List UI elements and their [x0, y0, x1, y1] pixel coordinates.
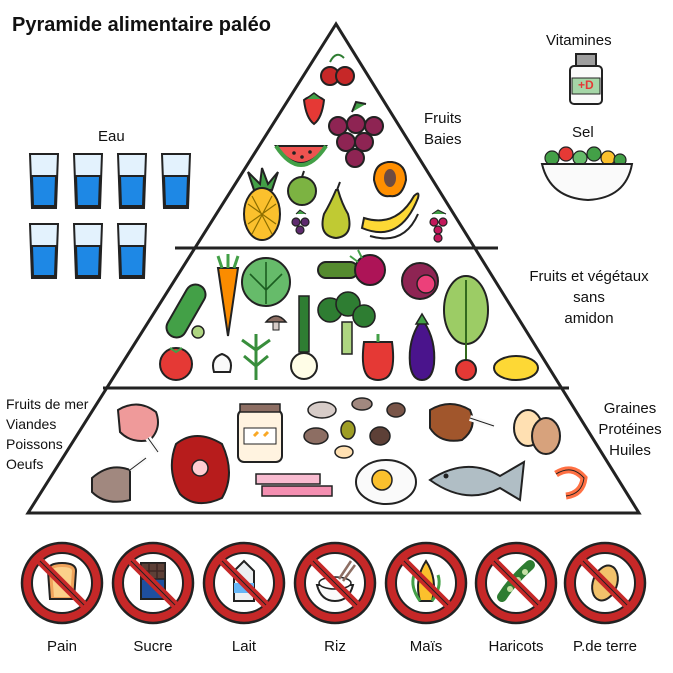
drumstick-icon	[429, 403, 495, 442]
water-label: Eau	[98, 128, 125, 145]
lettuce-icon	[443, 275, 489, 381]
carrot-icon	[216, 254, 240, 337]
water-glasses	[28, 153, 192, 279]
water-glass-icon	[28, 153, 60, 209]
bottom-left-label-line: Fruits de mer	[6, 396, 89, 412]
bottom-left-label-line: Oeufs	[6, 456, 44, 472]
herbs-icon	[241, 334, 271, 380]
middle-tier-label: Fruits et végétaux sans amidon	[516, 266, 662, 329]
peach-icon	[372, 161, 408, 198]
middle-tier-label-line: sans	[573, 289, 605, 306]
bottom-left-label: Fruits de mer Viandes Poissons Oeufs	[6, 394, 88, 474]
forbidden-beans-icon	[474, 541, 558, 625]
water-glass-icon	[28, 223, 60, 279]
nuts-icon	[303, 397, 406, 459]
ham-icon	[91, 455, 148, 503]
forbidden-bread-icon	[20, 541, 104, 625]
strawberry-icon	[302, 92, 326, 126]
bottom-right-label: Graines Protéines Huiles	[592, 398, 668, 461]
fish-icon	[428, 460, 526, 502]
cabbage-icon	[241, 257, 291, 307]
forbidden-chocolate-icon	[111, 541, 195, 625]
vitamins-label: Vitamines	[546, 32, 612, 49]
watermelon-icon	[274, 144, 328, 167]
beet-icon	[349, 249, 386, 286]
jar-icon	[237, 403, 283, 463]
blackberry-icon	[291, 209, 310, 235]
middle-tier-label-line: Fruits et végétaux	[529, 268, 649, 285]
tomato-icon	[159, 347, 193, 381]
forbidden-potato-icon	[563, 541, 647, 625]
shrimp-icon	[554, 466, 588, 500]
water-glass-icon	[160, 153, 192, 209]
pepper-icon	[361, 334, 395, 381]
forbidden-food-label: Lait	[231, 638, 257, 655]
mushroom-icon	[264, 315, 288, 331]
forbidden-food-label: Pain	[46, 638, 78, 655]
bottom-right-label-line: Protéines	[598, 421, 662, 438]
bottom-right-label-line: Huiles	[609, 442, 651, 459]
vitamin-bottle-icon	[569, 53, 603, 105]
top-tier-label: Fruits Baies	[424, 108, 462, 150]
forbidden-corn-icon	[384, 541, 468, 625]
salt-label: Sel	[572, 124, 594, 141]
top-tier-label-line: Fruits	[424, 110, 462, 127]
lemon-icon	[493, 355, 539, 381]
steak-icon	[170, 435, 230, 505]
vitamin-bottle-text: +D	[578, 78, 594, 92]
raspberry-icon	[429, 209, 448, 243]
pineapple-icon	[243, 167, 281, 241]
banana-icon	[360, 192, 420, 240]
bacon-icon	[255, 473, 333, 497]
garlic-icon	[212, 352, 232, 373]
fried-egg-icon	[355, 459, 417, 505]
page-title: Pyramide alimentaire paléo	[12, 14, 272, 36]
eggs-icon	[513, 409, 561, 455]
bottom-left-label-line: Poissons	[6, 436, 63, 452]
water-glass-icon	[116, 223, 148, 279]
forbidden-food-label: P.de terre	[573, 638, 637, 655]
water-glass-icon	[72, 153, 104, 209]
top-tier-label-line: Baies	[424, 131, 462, 148]
bottom-left-label-line: Viandes	[6, 416, 57, 432]
chicken-leg-icon	[116, 403, 161, 454]
forbidden-food-label: Haricots	[488, 638, 544, 655]
forbidden-milk-icon	[202, 541, 286, 625]
bottom-right-label-line: Graines	[603, 400, 657, 417]
broccoli-icon	[317, 291, 376, 355]
forbidden-food-label: Sucre	[133, 638, 173, 655]
cucumber-icon	[165, 283, 207, 339]
forbidden-food-label: Riz	[324, 638, 346, 655]
pear-icon	[321, 181, 351, 240]
grapes-icon	[328, 100, 384, 168]
forbidden-rice-icon	[293, 541, 377, 625]
leek-icon	[290, 295, 318, 380]
forbidden-food-label: Maïs	[409, 638, 443, 655]
red-onion-icon	[401, 262, 439, 300]
water-glass-icon	[116, 153, 148, 209]
water-glass-icon	[72, 223, 104, 279]
salad-bowl-icon	[540, 146, 634, 202]
eggplant-icon	[408, 312, 436, 382]
apple-icon	[287, 170, 317, 206]
middle-tier-label-line: amidon	[564, 310, 614, 327]
cherries-icon	[320, 53, 355, 86]
